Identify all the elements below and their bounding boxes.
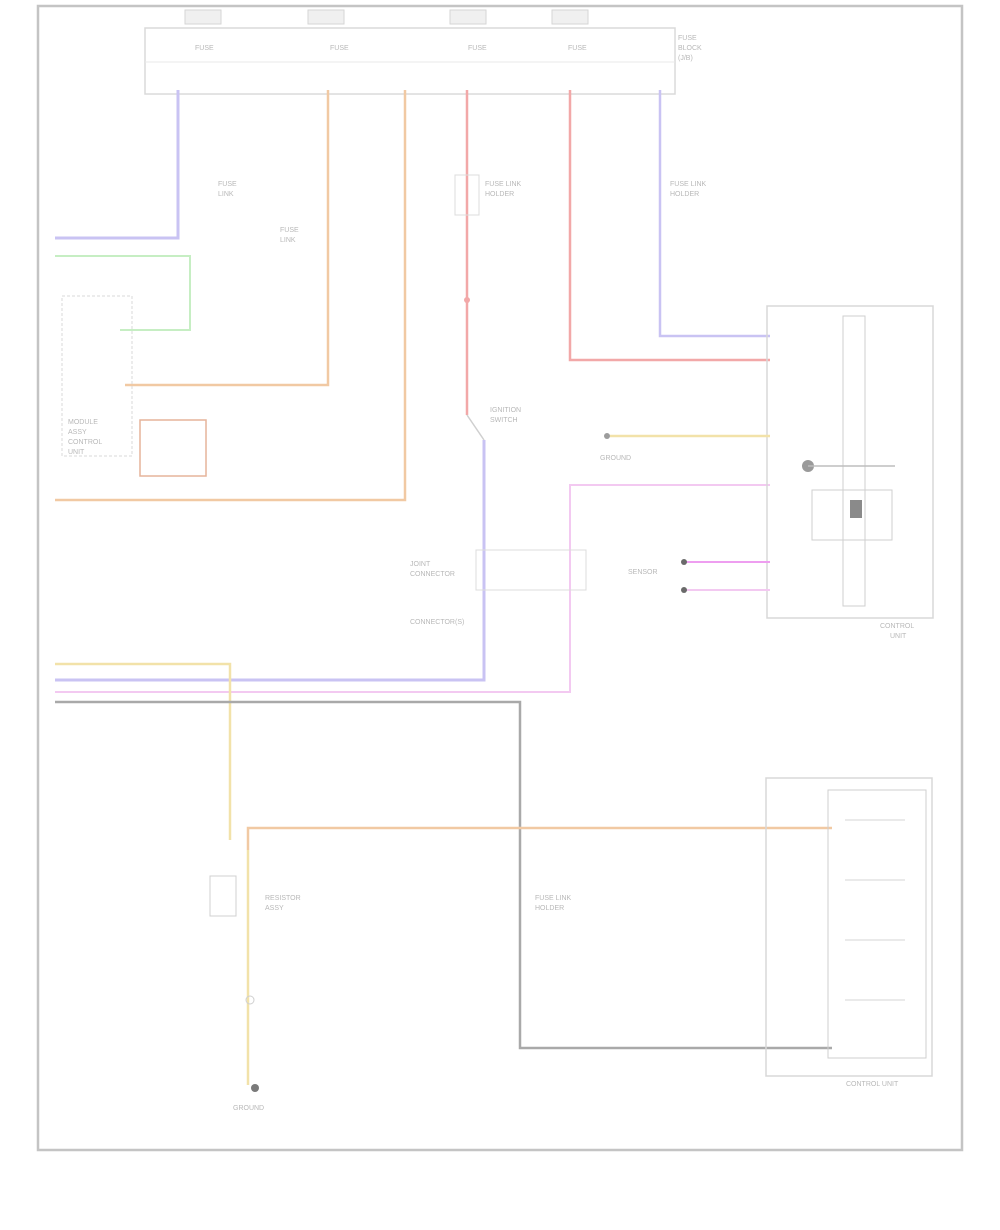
wire-orange-lower xyxy=(246,826,832,850)
svg-text:FUSE: FUSE xyxy=(678,35,697,42)
wire-orange-left xyxy=(125,90,330,387)
svg-text:HOLDER: HOLDER xyxy=(485,191,514,198)
component-labels: FUSE LINK FUSE LINK FUSE LINK HOLDER FUS… xyxy=(218,181,707,462)
svg-text:FUSE: FUSE xyxy=(330,45,349,52)
lower-center-component: FUSE LINK HOLDER xyxy=(535,895,572,912)
svg-text:BLOCK: BLOCK xyxy=(678,45,702,52)
svg-text:GROUND: GROUND xyxy=(600,455,631,462)
ignition-switch xyxy=(454,174,485,441)
svg-text:CONTROL: CONTROL xyxy=(880,623,914,630)
svg-text:FUSE: FUSE xyxy=(568,45,587,52)
svg-text:HOLDER: HOLDER xyxy=(670,191,699,198)
svg-text:RESISTOR: RESISTOR xyxy=(265,895,301,902)
svg-text:UNIT: UNIT xyxy=(890,633,907,640)
wire-yellow-signal xyxy=(604,433,770,439)
svg-text:FUSE: FUSE xyxy=(218,181,237,188)
svg-text:FUSE LINK: FUSE LINK xyxy=(670,181,707,188)
svg-text:SENSOR: SENSOR xyxy=(628,569,658,576)
wire-orange-long xyxy=(55,90,407,502)
svg-text:FUSE: FUSE xyxy=(195,45,214,52)
svg-text:(J/B): (J/B) xyxy=(678,55,693,62)
svg-text:GROUND: GROUND xyxy=(233,1105,264,1112)
svg-text:CONTROL: CONTROL xyxy=(68,439,102,446)
svg-text:LINK: LINK xyxy=(218,191,234,198)
wire-yellow-lower: GROUND xyxy=(233,850,264,1112)
svg-text:UNIT: UNIT xyxy=(68,449,85,456)
svg-text:CONNECTOR(S): CONNECTOR(S) xyxy=(410,619,464,626)
wire-yellow-bus xyxy=(55,662,232,840)
svg-text:FUSE LINK: FUSE LINK xyxy=(485,181,522,188)
wire-gray-bus xyxy=(55,700,832,1050)
wire-blue-bus xyxy=(55,440,486,682)
svg-text:JOINT: JOINT xyxy=(410,561,431,568)
svg-text:ASSY: ASSY xyxy=(68,429,87,436)
wire-magenta-pair: SENSOR xyxy=(628,559,770,593)
wire-red-right xyxy=(568,90,770,362)
wire-green-left xyxy=(55,255,191,331)
wire-pink-bus xyxy=(55,484,770,693)
svg-text:ASSY: ASSY xyxy=(265,905,284,912)
svg-text:CONTROL UNIT: CONTROL UNIT xyxy=(846,1081,899,1088)
fuse-block: FUSE FUSE FUSE FUSE FUSE BLOCK (J/B) xyxy=(144,9,702,95)
svg-text:LINK: LINK xyxy=(280,237,296,244)
joint-connector: JOINT CONNECTOR CONNECTOR(S) xyxy=(410,549,587,626)
left-module: MODULE ASSY CONTROL UNIT xyxy=(61,295,207,477)
svg-text:FUSE LINK: FUSE LINK xyxy=(535,895,572,902)
wire-blue-left xyxy=(55,90,180,240)
svg-text:CONNECTOR: CONNECTOR xyxy=(410,571,455,578)
svg-text:SWITCH: SWITCH xyxy=(490,417,518,424)
svg-text:IGNITION: IGNITION xyxy=(490,407,521,414)
wire-blue-right xyxy=(658,90,770,338)
diagram-frame xyxy=(36,4,964,1152)
right-lower-unit: CONTROL UNIT xyxy=(765,777,933,1088)
svg-text:FUSE: FUSE xyxy=(468,45,487,52)
right-upper-unit: CONTROL UNIT xyxy=(766,305,934,640)
lower-left-component: RESISTOR ASSY xyxy=(209,875,301,1005)
svg-text:FUSE: FUSE xyxy=(280,227,299,234)
svg-text:HOLDER: HOLDER xyxy=(535,905,564,912)
svg-text:MODULE: MODULE xyxy=(68,419,98,426)
